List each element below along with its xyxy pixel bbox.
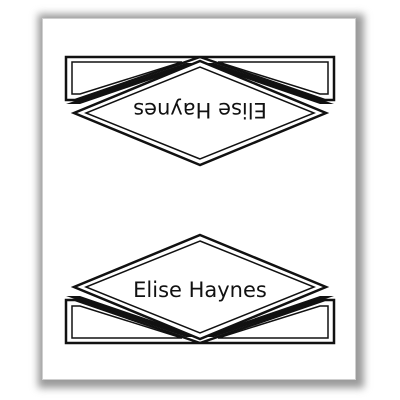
- bottom-right-wing-frame: [199, 298, 336, 345]
- top-left-wing-inner: [71, 61, 183, 95]
- top-right-band: [200, 63, 334, 104]
- top-left-wing-frame: [64, 55, 201, 102]
- bottom-left-wing-inner: [71, 305, 183, 339]
- bottom-diamond-inner: [83, 240, 317, 334]
- bottom-ornament: Elise Haynes: [64, 233, 336, 345]
- top-left-band: [66, 63, 200, 104]
- bottom-right-wing-inner: [217, 305, 329, 339]
- top-thick-bands: [66, 63, 334, 104]
- guest-name-top: Elise Haynes: [133, 98, 267, 122]
- top-right-wing-inner: [217, 61, 329, 95]
- bottom-wing-bars: [64, 298, 336, 345]
- top-diamond-inner: [83, 66, 317, 160]
- guest-name-bottom: Elise Haynes: [133, 278, 267, 302]
- bottom-thick-bands: [66, 296, 334, 337]
- bottom-diamond: [70, 233, 330, 341]
- bottom-left-band: [66, 296, 200, 337]
- top-wing-bars: [64, 55, 336, 102]
- bottom-right-band: [200, 296, 334, 337]
- top-ornament: Elise Haynes: [64, 55, 336, 167]
- top-diamond: [70, 59, 330, 167]
